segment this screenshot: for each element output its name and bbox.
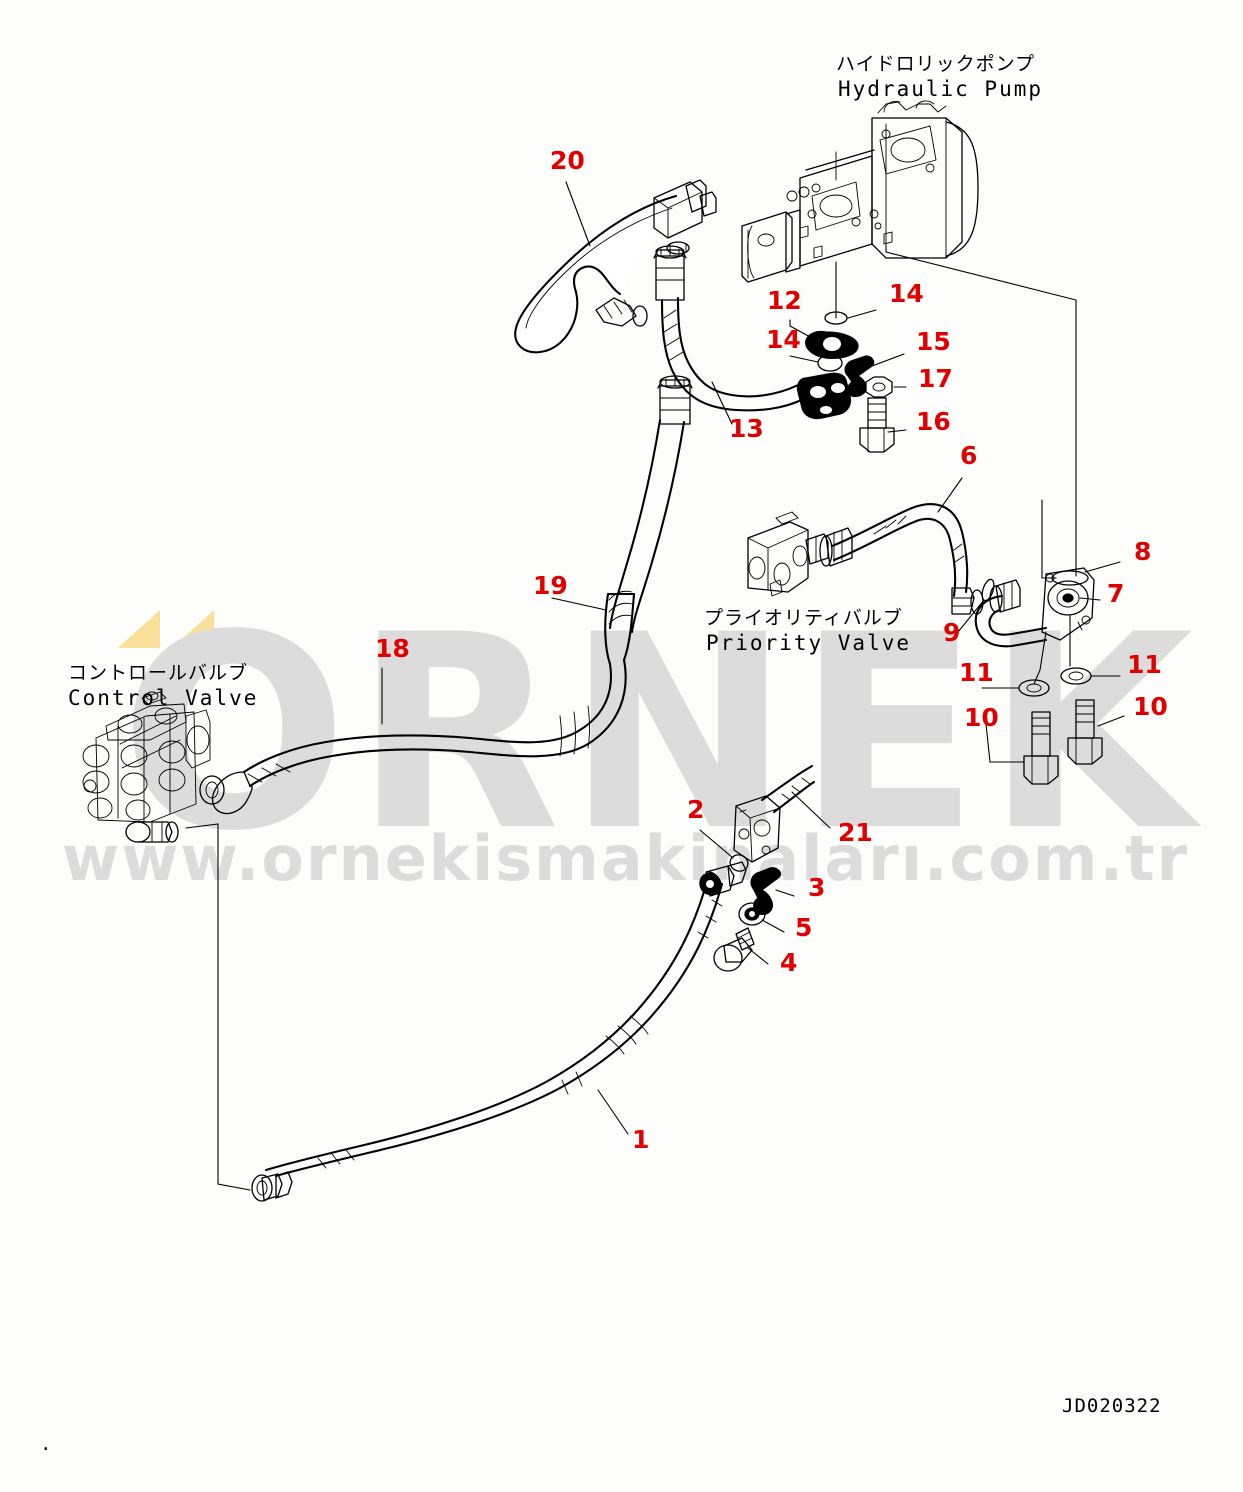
clamp-15: [844, 353, 905, 398]
washer-11-right: [1060, 667, 1121, 685]
seal-ring-2: [699, 829, 749, 872]
watermark-url: www.ornekismakinaları.com.tr: [62, 822, 1189, 895]
callout-15: 15: [916, 327, 951, 356]
label-hydraulic-pump-jp: ハイドロリックポンプ: [836, 53, 1035, 75]
callout-3: 3: [808, 873, 825, 902]
corner-mark: .: [40, 1433, 52, 1455]
hose-1: [185, 823, 747, 1202]
callout-5: 5: [795, 913, 812, 942]
callout-7: 7: [1107, 579, 1124, 608]
label-priority-valve-jp: プライオリティバルブ: [704, 606, 903, 629]
hose-19-18: [199, 375, 693, 815]
hose-6: [819, 503, 984, 615]
hose-21: [760, 764, 831, 829]
clamp-12: [789, 319, 859, 359]
control-valve-assembly: [82, 691, 211, 843]
tee-block-fitting: [653, 179, 717, 255]
seal-ring-14-upper: [824, 309, 877, 325]
watermark-logo-word: ORNEK: [120, 578, 1203, 890]
callout-2: 2: [687, 795, 704, 824]
callout-20: 20: [550, 146, 585, 175]
manifold-block-21: [733, 795, 781, 863]
callout-11-right: 11: [1127, 650, 1162, 679]
callout-16: 16: [916, 407, 951, 436]
priority-valve-block: [747, 511, 829, 597]
bolt-4: [713, 927, 769, 972]
callout-4: 4: [780, 948, 797, 977]
callout-14-upper: 14: [889, 279, 924, 308]
drawing-number: JD020322: [1062, 1395, 1162, 1417]
watermark-layer: ORNEK www.ornekismakinaları.com.tr: [62, 578, 1203, 895]
label-hydraulic-pump-en: Hydraulic Pump: [838, 77, 1043, 101]
washer-5: [738, 902, 785, 933]
callout-1: 1: [632, 1125, 649, 1154]
callout-12: 12: [767, 286, 802, 315]
bolt-10-right: [1067, 699, 1125, 765]
washer-17: [865, 376, 907, 398]
callout-8: 8: [1134, 537, 1151, 566]
elbow-flange-7: [974, 567, 1095, 685]
callout-21: 21: [838, 818, 873, 847]
bolt-10-left: [985, 711, 1059, 785]
seal-ring-8: [1041, 499, 1121, 586]
seal-ring-14-lower: [789, 354, 843, 372]
callout-14-lower: 14: [766, 325, 801, 354]
callout-9: 9: [943, 618, 960, 647]
label-control-valve-jp: コントロールバルブ: [68, 661, 248, 684]
callout-leaders: [381, 181, 1101, 725]
callout-19: 19: [533, 571, 568, 600]
hose-13: [653, 245, 814, 412]
callout-6: 6: [960, 441, 977, 470]
callout-13: 13: [729, 414, 764, 443]
callout-17: 17: [918, 364, 953, 393]
callout-10-left: 10: [964, 703, 999, 732]
callout-numbers-layer: 1 2 3 4 5 6 7 8 9 10 10 11 11 12 13 14 1…: [375, 146, 1168, 1154]
callout-18: 18: [375, 634, 410, 663]
clamp-3: [750, 867, 795, 915]
label-priority-valve-en: Priority Valve: [706, 631, 911, 655]
brand-logo-icon: [118, 610, 214, 648]
hose-20: [514, 194, 678, 354]
label-control-valve-en: Control Valve: [68, 686, 258, 710]
seal-ring-9: [957, 578, 995, 633]
hydraulic-pump-assembly: [741, 100, 1077, 577]
manifold-block-pump-side: [796, 372, 852, 420]
bolt-16: [859, 397, 907, 453]
callout-11-left: 11: [959, 658, 994, 687]
callout-10-right: 10: [1133, 692, 1168, 721]
washer-11-left: [981, 679, 1050, 697]
